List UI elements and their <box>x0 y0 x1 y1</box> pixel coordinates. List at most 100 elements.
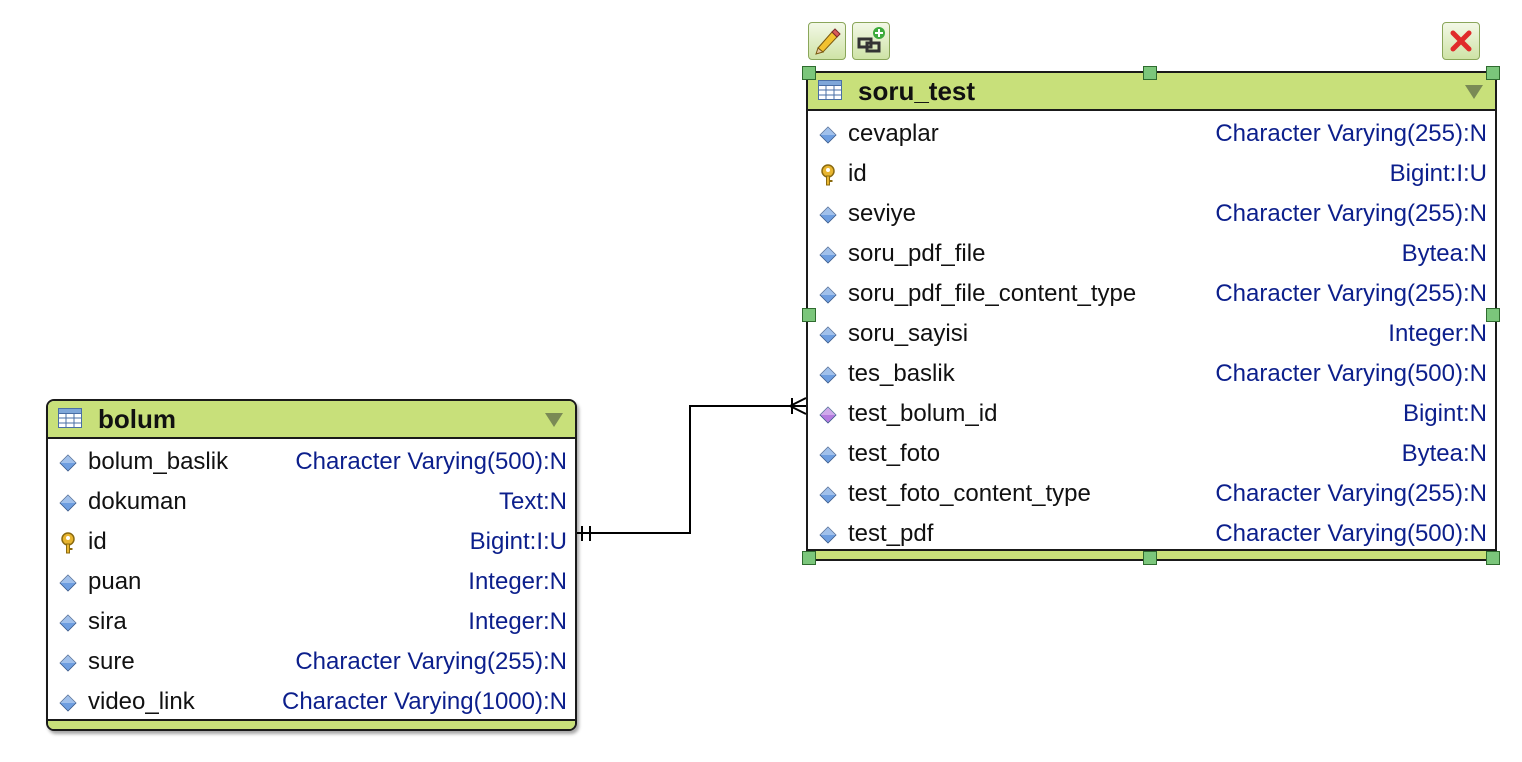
relationship-line <box>576 405 806 534</box>
column-name: id <box>88 528 107 555</box>
resize-handle-top[interactable] <box>1143 66 1157 80</box>
column-icon <box>59 654 77 672</box>
add-relation-icon <box>857 27 885 53</box>
column-icon <box>819 326 837 344</box>
column-type: Bytea:N <box>1401 240 1487 267</box>
add-relation-button[interactable] <box>852 22 890 60</box>
column-icon <box>819 286 837 304</box>
column-row-id[interactable]: id Bigint:I:U <box>808 155 1495 195</box>
column-icon <box>819 366 837 384</box>
column-icon <box>819 486 837 504</box>
column-row-sure[interactable]: sure Character Varying(255):N <box>48 643 575 683</box>
column-icon <box>819 246 837 264</box>
column-name: tes_baslik <box>848 360 955 387</box>
column-icon <box>59 694 77 712</box>
column-icon <box>819 446 837 464</box>
column-type: Character Varying(255):N <box>1215 120 1487 147</box>
resize-handle-right[interactable] <box>1486 308 1500 322</box>
column-name: test_bolum_id <box>848 400 998 427</box>
table-icon <box>818 80 842 100</box>
entity-footer <box>48 719 575 729</box>
column-type: Integer:N <box>468 568 567 595</box>
column-name: test_pdf <box>848 520 934 547</box>
resize-handle-top-right[interactable] <box>1486 66 1500 80</box>
column-row-puan[interactable]: puan Integer:N <box>48 563 575 603</box>
resize-handle-left[interactable] <box>802 308 816 322</box>
column-type: Integer:N <box>468 608 567 635</box>
column-name: soru_pdf_file <box>848 240 986 267</box>
column-row-bolum-baslik[interactable]: bolum_baslik Character Varying(500):N <box>48 443 575 483</box>
column-name: test_foto_content_type <box>848 480 1091 507</box>
column-name: seviye <box>848 200 917 227</box>
column-row-test-foto-content-type[interactable]: test_foto_content_type Character Varying(… <box>808 475 1495 515</box>
column-list: bolum_baslik Character Varying(500):N doku… <box>48 439 575 723</box>
column-icon <box>59 494 77 512</box>
column-icon <box>819 526 837 544</box>
collapse-icon[interactable] <box>1465 85 1483 99</box>
column-type: Character Varying(255):N <box>1215 280 1487 307</box>
column-name: video_link <box>88 688 195 715</box>
entity-bolum[interactable]: bolum bolum_baslik Character Varying(500)… <box>46 399 577 731</box>
column-type: Character Varying(255):N <box>1215 200 1487 227</box>
primary-key-icon <box>821 164 835 186</box>
entity-header[interactable]: soru_test <box>808 73 1495 111</box>
column-type: Text:N <box>498 488 567 515</box>
column-type: Character Varying(255):N <box>295 648 567 675</box>
entity-header[interactable]: bolum <box>48 401 575 439</box>
column-icon <box>59 574 77 592</box>
column-type: Bytea:N <box>1401 440 1487 467</box>
column-type: Character Varying(500):N <box>1215 520 1487 547</box>
column-name: test_foto <box>848 440 941 467</box>
delete-entity-button[interactable] <box>1442 22 1480 60</box>
column-icon <box>59 454 77 472</box>
column-row-dokuman[interactable]: dokuman Text:N <box>48 483 575 523</box>
edit-entity-button[interactable] <box>808 22 846 60</box>
column-row-sira[interactable]: sira Integer:N <box>48 603 575 643</box>
column-row-seviye[interactable]: seviye Character Varying(255):N <box>808 195 1495 235</box>
column-row-id[interactable]: id Bigint:I:U <box>48 523 575 563</box>
column-type: Bigint:I:U <box>1389 160 1487 187</box>
column-type: Character Varying(255):N <box>1215 480 1487 507</box>
column-name: sira <box>88 608 127 635</box>
column-type: Bigint:I:U <box>469 528 567 555</box>
primary-key-icon <box>61 532 75 554</box>
column-type: Character Varying(1000):N <box>281 688 567 715</box>
column-row-test-foto[interactable]: test_foto Bytea:N <box>808 435 1495 475</box>
column-row-test-pdf[interactable]: test_pdf Character Varying(500):N <box>808 515 1495 555</box>
column-name: sure <box>88 648 135 675</box>
column-name: soru_sayisi <box>848 320 969 347</box>
resize-handle-bottom[interactable] <box>1143 551 1157 565</box>
resize-handle-bottom-left[interactable] <box>802 551 816 565</box>
column-row-soru-pdf-file[interactable]: soru_pdf_file Bytea:N <box>808 235 1495 275</box>
column-name: dokuman <box>88 488 187 515</box>
column-type: Character Varying(500):N <box>295 448 567 475</box>
column-row-test-bolum-id[interactable]: test_bolum_id Bigint:N <box>808 395 1495 435</box>
entity-title: soru_test <box>858 76 976 106</box>
column-name: bolum_baslik <box>88 448 229 475</box>
column-row-cevaplar[interactable]: cevaplar Character Varying(255):N <box>808 115 1495 155</box>
column-row-tes-baslik[interactable]: tes_baslik Character Varying(500):N <box>808 355 1495 395</box>
column-name: puan <box>88 568 142 595</box>
foreign-key-icon <box>819 406 837 424</box>
resize-handle-top-left[interactable] <box>802 66 816 80</box>
column-icon <box>819 126 837 144</box>
column-row-soru-sayisi[interactable]: soru_sayisi Integer:N <box>808 315 1495 355</box>
pencil-icon <box>815 28 841 55</box>
column-name: id <box>848 160 867 187</box>
column-name: cevaplar <box>848 120 939 147</box>
column-row-soru-pdf-file-content-type[interactable]: soru_pdf_file_content_type Character Vary… <box>808 275 1495 315</box>
column-type: Bigint:N <box>1402 400 1487 427</box>
collapse-icon[interactable] <box>545 413 563 427</box>
column-type: Integer:N <box>1388 320 1487 347</box>
column-type: Character Varying(500):N <box>1215 360 1487 387</box>
entity-title: bolum <box>98 404 176 434</box>
column-name: soru_pdf_file_content_type <box>848 280 1137 307</box>
delete-x-icon <box>1450 30 1472 52</box>
column-row-video-link[interactable]: video_link Character Varying(1000):N <box>48 683 575 723</box>
resize-handle-bottom-right[interactable] <box>1486 551 1500 565</box>
column-icon <box>819 206 837 224</box>
table-icon <box>58 408 82 428</box>
